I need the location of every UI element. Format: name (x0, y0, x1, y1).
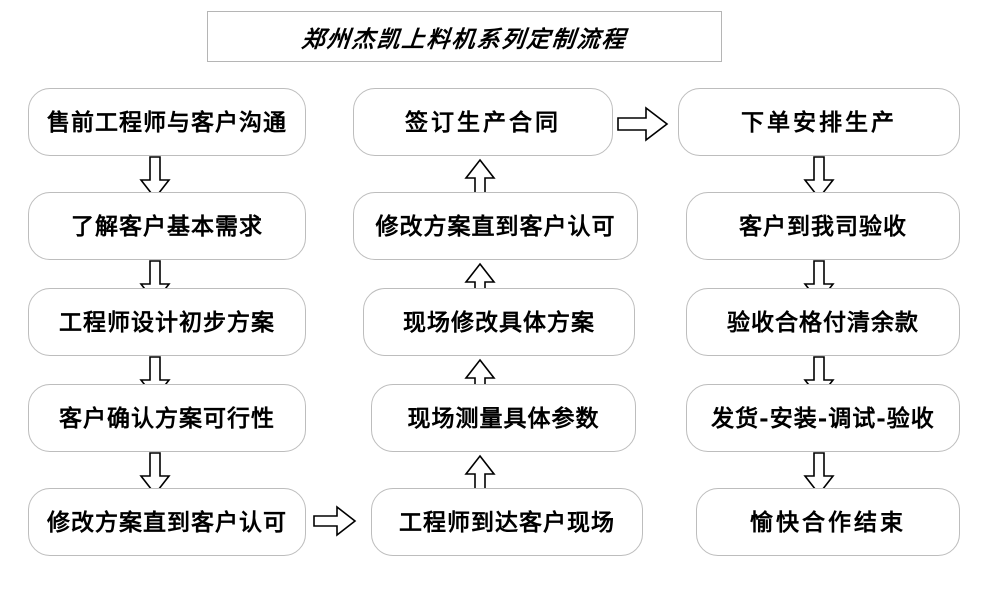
node-revise-until-approved-left[interactable]: 修改方案直到客户认可 (28, 488, 306, 556)
node-sign-production-contract[interactable]: 签订生产合同 (353, 88, 613, 156)
node-onsite-measure-parameters[interactable]: 现场测量具体参数 (371, 384, 636, 452)
arrow-down-icon (139, 156, 171, 200)
node-revise-until-approved-middle[interactable]: 修改方案直到客户认可 (353, 192, 638, 260)
node-label: 修改方案直到客户认可 (375, 212, 616, 240)
diagram-title-box: 郑州杰凯上料机系列定制流程 (207, 11, 722, 62)
arrow-right-icon (617, 106, 669, 142)
node-label: 了解客户基本需求 (71, 212, 263, 240)
node-label: 修改方案直到客户认可 (47, 508, 287, 536)
node-label: 签订生产合同 (405, 108, 561, 136)
node-label: 客户到我司验收 (739, 212, 907, 240)
node-label: 现场测量具体参数 (407, 404, 600, 432)
node-understand-requirements[interactable]: 了解客户基本需求 (28, 192, 306, 260)
node-label: 发货-安装-调试-验收 (711, 404, 935, 432)
node-ship-install-debug-accept[interactable]: 发货-安装-调试-验收 (686, 384, 960, 452)
node-place-order-production[interactable]: 下单安排生产 (678, 88, 960, 156)
node-label: 现场修改具体方案 (403, 308, 595, 336)
node-onsite-revise-plan[interactable]: 现场修改具体方案 (363, 288, 635, 356)
node-engineer-arrive-onsite[interactable]: 工程师到达客户现场 (371, 488, 643, 556)
arrow-down-icon (139, 452, 171, 496)
node-label: 客户确认方案可行性 (59, 404, 275, 432)
node-pay-balance-after-acceptance[interactable]: 验收合格付清余款 (686, 288, 960, 356)
node-label: 验收合格付清余款 (727, 308, 919, 336)
node-engineer-initial-design[interactable]: 工程师设计初步方案 (28, 288, 306, 356)
node-label: 工程师到达客户现场 (399, 508, 615, 536)
arrow-right-icon (313, 505, 357, 537)
node-label: 工程师设计初步方案 (59, 308, 275, 336)
node-presales-communication[interactable]: 售前工程师与客户沟通 (28, 88, 306, 156)
arrow-down-icon (803, 452, 835, 496)
node-label: 售前工程师与客户沟通 (47, 108, 287, 136)
node-customer-confirm-feasibility[interactable]: 客户确认方案可行性 (28, 384, 306, 452)
node-label: 下单安排生产 (741, 108, 897, 136)
page-title: 郑州杰凯上料机系列定制流程 (300, 25, 629, 53)
arrow-down-icon (803, 156, 835, 200)
node-happy-cooperation-end[interactable]: 愉快合作结束 (696, 488, 960, 556)
node-label: 愉快合作结束 (750, 508, 906, 536)
node-customer-inspection[interactable]: 客户到我司验收 (686, 192, 960, 260)
